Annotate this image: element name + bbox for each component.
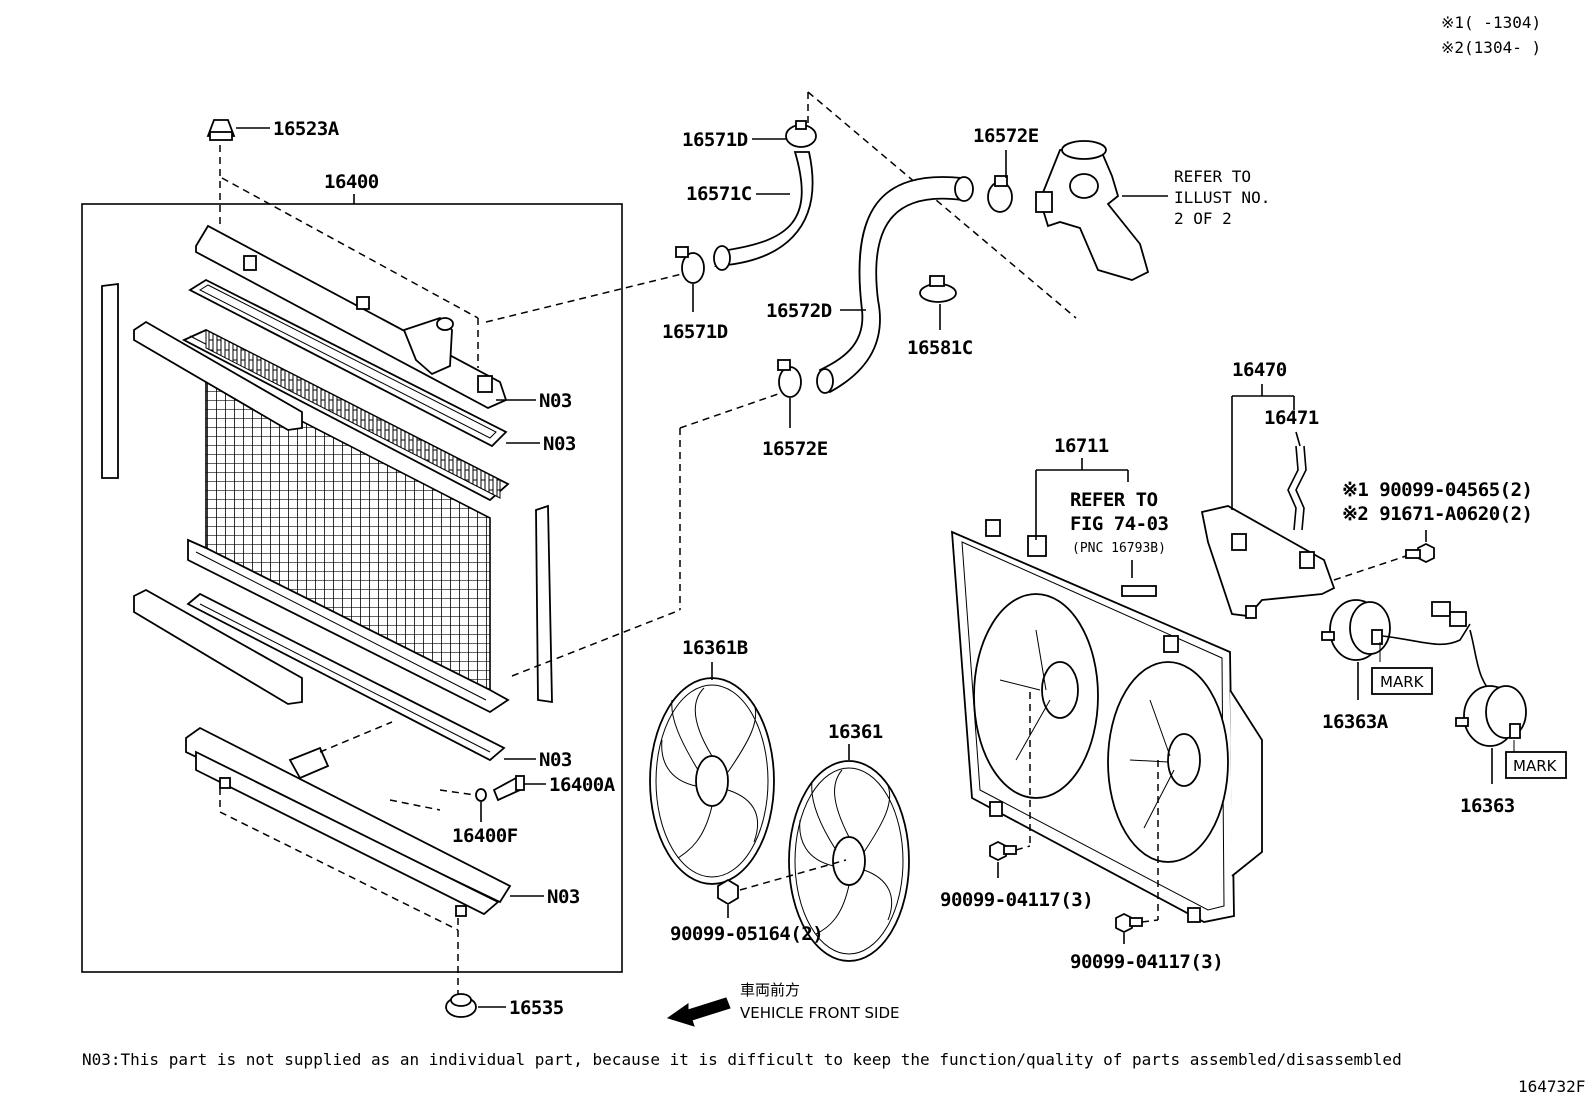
water-outlet-icon (1035, 140, 1150, 281)
mark-box-a (1371, 667, 1433, 695)
part-label-90099-04117-b: 90099-04117(3) (1070, 951, 1223, 973)
part-label-16523A: 16523A (273, 118, 340, 140)
part-label-16571C: 16571C (686, 183, 752, 205)
part-label-91671-A0620: ※2 91671-A0620(2) (1342, 503, 1532, 525)
upper-tank-icon (195, 224, 508, 410)
variant-note-2: ※2(1304- ) (1441, 38, 1541, 57)
part-label-16535: 16535 (509, 997, 564, 1019)
shroud-bolt-a-icon (989, 840, 1017, 862)
refer-fig-line-1: REFER TO (1070, 489, 1158, 511)
part-label-16571D-bottom: 16571D (662, 321, 728, 343)
hose-clamp-16572E-bottom-icon (777, 359, 802, 398)
part-label-90099-05164: 90099-05164(2) (670, 923, 823, 945)
refer-fig-line-3: (PNC 16793B) (1072, 541, 1166, 556)
drain-cock-icon (475, 775, 525, 802)
part-label-16711: 16711 (1054, 435, 1109, 457)
vehicle-front-arrow-icon (666, 997, 731, 1027)
fan-motor-16363A-icon (1321, 599, 1391, 661)
cooling-fan-16361B-icon (649, 677, 775, 885)
part-label-n03-upper-tank: N03 (539, 390, 572, 412)
drain-plug-16535-icon (445, 993, 477, 1018)
mark-label-b: MARK (1513, 757, 1558, 775)
part-label-n03-upper-gasket: N03 (543, 433, 576, 455)
refer-fig-line-2: FIG 74-03 (1070, 513, 1169, 535)
part-label-16400: 16400 (324, 171, 379, 193)
hose-clamp-16572E-top-icon (987, 175, 1013, 213)
hose-clamp-16581C-icon (919, 275, 957, 303)
fan-motor-16363-icon (1455, 685, 1527, 747)
part-label-90099-04565: ※1 90099-04565(2) (1342, 479, 1532, 501)
motor-wire-a-icon (1381, 623, 1471, 646)
refer-illust-line-2: ILLUST NO. (1174, 188, 1270, 207)
footer-note: N03:This part is not supplied as an indi… (82, 1050, 1402, 1069)
bottom-strip-seal-icon (133, 588, 303, 705)
fan-shroud-16711-icon (950, 519, 1263, 923)
part-label-16470: 16470 (1232, 359, 1287, 381)
part-label-16581C: 16581C (907, 337, 973, 359)
radiator-hose-16571C-icon (714, 151, 814, 268)
part-label-16471: 16471 (1264, 407, 1319, 429)
shroud-bolt-b-icon (1115, 912, 1143, 934)
vehicle-front-jp: 車両前方 (740, 981, 800, 999)
hose-clamp-16571D-top-icon (785, 120, 817, 148)
mark-label-a: MARK (1380, 673, 1425, 691)
part-label-16400F: 16400F (452, 825, 518, 847)
part-label-16400A: 16400A (549, 774, 616, 796)
part-label-16363: 16363 (1460, 795, 1515, 817)
refer-illust-line-3: 2 OF 2 (1174, 209, 1232, 228)
side-seal-left-icon (101, 282, 119, 479)
cooling-fan-16361-icon (788, 760, 910, 962)
reserve-hose-16471-icon (1287, 445, 1299, 531)
part-label-90099-04117-a: 90099-04117(3) (940, 889, 1093, 911)
lower-tank-icon (185, 726, 512, 917)
part-label-16572D: 16572D (766, 300, 832, 322)
reserve-tank-16470-icon (1200, 505, 1336, 619)
top-strip-seal-icon (133, 320, 303, 431)
hose-clamp-16571D-bottom-icon (675, 246, 705, 284)
radiator-core-icon (181, 329, 510, 714)
fan-nut-icon (717, 878, 739, 906)
vehicle-front-en: VEHICLE FRONT SIDE (740, 1004, 900, 1022)
side-seal-right-icon (535, 504, 553, 704)
part-label-16572E-bottom: 16572E (762, 438, 828, 460)
part-label-16571D-top: 16571D (682, 129, 748, 151)
figure-id: 164732F (1518, 1077, 1585, 1096)
variant-note-1: ※1( -1304) (1441, 13, 1541, 32)
part-label-n03-lower-gasket: N03 (539, 749, 572, 771)
radiator-cap-icon (206, 119, 236, 141)
part-label-n03-lower-tank: N03 (547, 886, 580, 908)
part-label-16572E-top: 16572E (973, 125, 1039, 147)
part-label-16361B: 16361B (682, 637, 748, 659)
part-label-16361: 16361 (828, 721, 883, 743)
upper-gasket-icon (188, 278, 508, 448)
part-label-16363A: 16363A (1322, 711, 1389, 733)
refer-illust-line-1: REFER TO (1174, 167, 1251, 186)
mark-box-b (1505, 751, 1567, 779)
radiator-assembly-box (81, 203, 623, 973)
reserve-tank-bolt-icon (1405, 542, 1435, 564)
